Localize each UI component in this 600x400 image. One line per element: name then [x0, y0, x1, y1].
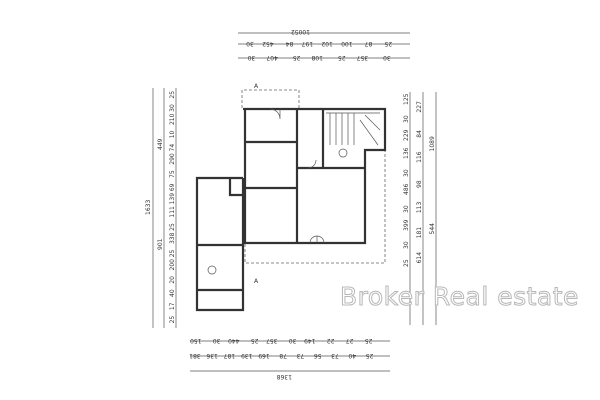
section-marker-top: A: [254, 83, 259, 90]
dimension-label: 169: [258, 352, 270, 359]
dimension-label: 102: [321, 40, 333, 47]
dimension-label: 125: [403, 93, 410, 105]
dimension-label: 181: [416, 227, 423, 239]
boiler-symbol: [338, 148, 348, 158]
dimension-label: 30: [247, 54, 255, 61]
dimension-label: 150: [190, 337, 202, 344]
dimension-label: 136: [206, 352, 218, 359]
terrace-outline: [241, 89, 300, 108]
dimension-label: 1089: [429, 136, 436, 151]
dimension-label: 111: [169, 206, 176, 218]
dimension-label: 30: [403, 205, 410, 213]
bottom-dimensions: 1368 25 27 22 149 30 357 25 440 30 150 25 40 73 56 73 7…: [189, 337, 390, 380]
dimension-label: 357: [266, 337, 278, 344]
dimension-label: 20: [169, 276, 176, 284]
dimension-label: 187: [224, 352, 236, 359]
boiler-symbol: [207, 265, 217, 275]
dimension-label: 452: [262, 40, 274, 47]
dimension-label: 139: [241, 352, 253, 359]
dimension-label: 113: [416, 202, 423, 214]
watermark: Broker Real estate: [340, 282, 579, 312]
dimension-label: 136: [403, 147, 410, 159]
dimension-label: 40: [169, 289, 176, 297]
dimension-label: 227: [416, 101, 423, 113]
dimension-label: 75: [169, 170, 176, 178]
dimension-label: 25: [169, 316, 176, 324]
dimension-label: 22: [327, 337, 335, 344]
dimension-label: 78: [279, 352, 287, 359]
dimension-label: 56: [314, 352, 322, 359]
dimension-label: 27: [346, 337, 354, 344]
dimension-label: 25: [169, 249, 176, 257]
dimension-label: 25: [403, 259, 410, 267]
dimension-label: 116: [416, 151, 423, 163]
dimension-label: 25: [169, 223, 176, 231]
dimension-label: 30: [403, 115, 410, 123]
dimension-label: 357: [357, 54, 369, 61]
dimension-label: 30: [246, 40, 254, 47]
dimension-label: 10: [169, 130, 176, 138]
dimension-label: 73: [296, 352, 304, 359]
dimension-label: 544: [429, 223, 436, 235]
dimension-label: 25: [366, 352, 374, 359]
dim-top-total: 10052: [291, 28, 310, 35]
dimension-label: 40: [348, 352, 356, 359]
dim-bottom-total: 1368: [277, 373, 292, 380]
dimension-label: 407: [266, 54, 278, 61]
dimension-label: 100: [341, 40, 353, 47]
dimension-label: 440: [228, 337, 240, 344]
dimension-label: 69: [169, 183, 176, 191]
dimension-label: 30: [169, 104, 176, 112]
dimension-label: 449: [157, 138, 164, 150]
dimension-label: 149: [304, 337, 316, 344]
dimension-label: 74: [169, 144, 176, 152]
dimension-label: 25: [384, 40, 392, 47]
dimension-label: 73: [331, 352, 339, 359]
dimension-label: 17: [169, 302, 176, 310]
dimension-label: 30: [289, 337, 297, 344]
dimension-label: 614: [416, 252, 423, 264]
left-dimensions: 1633 90144925174020200253382511113969752…: [145, 88, 177, 328]
dimension-label: 486: [403, 183, 410, 195]
dimension-label: 25: [365, 337, 373, 344]
top-dimensions: 10052 25 87 100 102 197 84 452 30 30 357 25 108 25 40…: [238, 28, 410, 61]
dimension-label: 139: [169, 193, 176, 205]
dimension-label: 338: [169, 232, 176, 244]
right-dimensions: 25 30 399 30 486 30 136 229 30 125 614 181 113 98 116 8…: [403, 92, 437, 325]
dimension-label: 399: [403, 219, 410, 231]
terrace-outline: [244, 150, 386, 264]
dimension-label: 290: [169, 153, 176, 165]
dimension-label: 200: [169, 259, 176, 271]
section-marker-bottom: A: [254, 278, 259, 285]
dimension-label: 87: [365, 40, 373, 47]
dimension-label: 25: [293, 54, 301, 61]
dimension-label: 25: [338, 54, 346, 61]
dimension-label: 84: [416, 130, 423, 138]
dimension-label: 25: [251, 337, 259, 344]
dimension-label: 25: [169, 91, 176, 99]
dimension-label: 98: [416, 180, 423, 188]
dimension-label: 229: [403, 129, 410, 141]
dimension-label: 197: [301, 40, 313, 47]
dim-left-total: 1633: [145, 200, 152, 215]
dimension-label: 30: [403, 169, 410, 177]
dimension-label: 84: [286, 40, 294, 47]
dimension-label: 30: [213, 337, 221, 344]
dimension-label: 381: [189, 352, 201, 359]
dimension-label: 30: [403, 241, 410, 249]
building-walls: [195, 107, 387, 312]
dimension-label: 210: [169, 113, 176, 125]
dimension-label: 901: [157, 238, 164, 250]
dimension-label: 30: [383, 54, 391, 61]
dimension-label: 108: [311, 54, 323, 61]
